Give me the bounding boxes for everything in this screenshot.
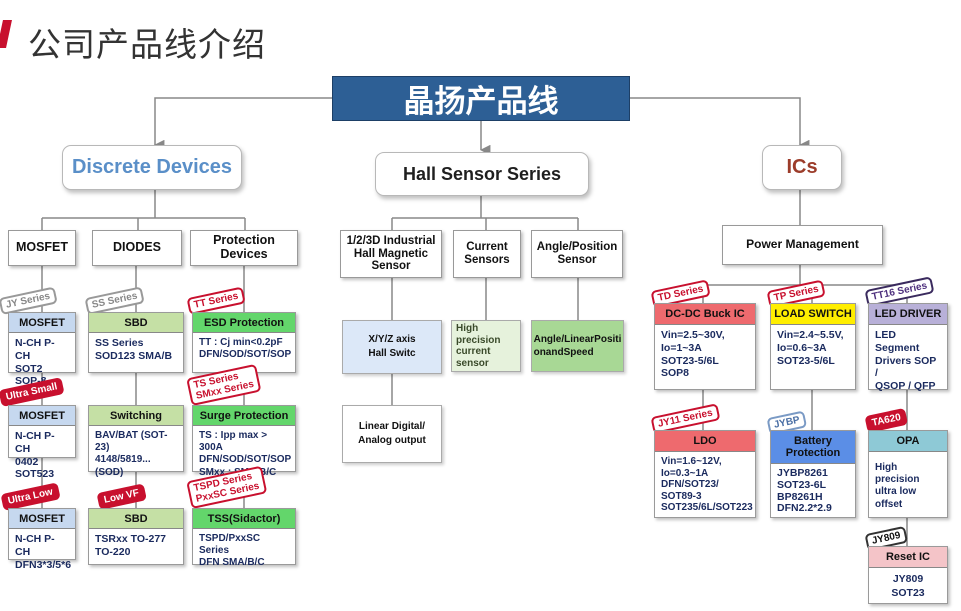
category-ics: ICs [762, 145, 842, 190]
sub-current-sensors: Current Sensors [453, 230, 521, 278]
sub-industrial-hall: 1/2/3D Industrial Hall Magnetic Sensor [340, 230, 442, 278]
hall-xyz-axis-switch: X/Y/Z axis Hall Switc [342, 320, 442, 374]
card-header: Reset IC [869, 547, 947, 568]
card-header: LED DRIVER [869, 304, 947, 325]
card-header: SBD [89, 313, 183, 333]
hall-current-sensor-box: High precision current sensor [451, 320, 521, 372]
card-header: SBD [89, 509, 183, 529]
card-header: OPA [869, 431, 947, 452]
sub-diodes: DIODES [92, 230, 182, 266]
card-header: MOSFET [9, 509, 75, 529]
card-opa: OPA High precision ultra low offset [868, 430, 948, 518]
card-mosfet-ultra-small: MOSFET N-CH P-CH 0402 SOT523 [8, 405, 76, 480]
card-surge-protection: Surge Protection TS : Ipp max > 300A DFN… [192, 405, 296, 478]
card-body: TSRxx TO-277 TO-220 [95, 533, 167, 558]
card-header: Surge Protection [193, 406, 295, 426]
card-tss-sidactor: TSS(Sidactor) TSPD/PxxSC Series DFN SMA/… [192, 508, 296, 568]
card-body: LED Segment Drivers SOP / QSOP / QFP [875, 329, 937, 393]
card-switching: Switching BAV/BAT (SOT-23) 4148/5819...(… [88, 405, 184, 478]
card-esd-protection: ESD Protection TT : Cj min<0.2pF DFN/SOD… [192, 312, 296, 373]
card-mosfet-jy: MOSFET N-CH P-CH SOT2 SOP-8 [8, 312, 76, 387]
card-header: ESD Protection [193, 313, 295, 333]
card-body: Vin=2.5~30V, Io=1~3A SOT23-5/6L SOP8 [661, 329, 725, 380]
card-body: JY809 SOT23 [891, 573, 925, 600]
sub-power-management: Power Management [722, 225, 883, 265]
root-node: 晶扬产品线 [332, 76, 630, 121]
category-label: Discrete Devices [71, 156, 233, 178]
card-body: TT : Cj min<0.2pF DFN/SOD/SOT/SOP [199, 337, 292, 361]
page-title: 公司产品线介绍 [28, 25, 266, 64]
sub-angle-position: Angle/Position Sensor [531, 230, 623, 278]
root-to-ics-line [630, 97, 810, 151]
category-discrete-devices: Discrete Devices [62, 145, 242, 190]
card-header: DC-DC Buck IC [655, 304, 755, 325]
category-hall-sensor: Hall Sensor Series [375, 152, 589, 196]
category-label: ICs [786, 156, 818, 178]
sub-protection-devices: Protection Devices [190, 230, 298, 266]
card-battery-protection: Battery Protection JYBP8261 SOT23-6L BP8… [770, 430, 856, 518]
card-ldo: LDO Vin=1.6~12V, Io=0.3~1A DFN/SOT23/ SO… [654, 430, 756, 518]
card-header: Battery Protection [771, 431, 855, 464]
category-label: Hall Sensor Series [402, 163, 562, 184]
card-reset-ic: Reset IC JY809 SOT23 [868, 546, 948, 604]
card-body: High precision ultra low offset [875, 462, 920, 510]
card-led-driver: LED DRIVER LED Segment Drivers SOP / QSO… [868, 303, 948, 392]
hall-angle-position-box: Angle/LinearPositi onandSpeed [531, 320, 624, 372]
card-body: SS Series SOD123 SMA/B [95, 337, 173, 362]
root-to-discrete-line [153, 97, 332, 151]
card-load-switch: LOAD SWITCH Vin=2.4~5.5V, Io=0.6~3A SOT2… [770, 303, 856, 390]
hall-linear-output: Linear Digital/ Analog output [342, 405, 442, 463]
card-body: N-CH P-CH DFN3*3/5*6 [15, 533, 72, 571]
card-body: N-CH P-CH 0402 SOT523 [15, 430, 55, 481]
card-body: Vin=2.4~5.5V, Io=0.6~3A SOT23-5/6L [777, 329, 844, 367]
card-dcdc-buck-ic: DC-DC Buck IC Vin=2.5~30V, Io=1~3A SOT23… [654, 303, 756, 390]
card-header: LDO [655, 431, 755, 452]
card-header: LOAD SWITCH [771, 304, 855, 325]
sub-mosfet: MOSFET [8, 230, 76, 266]
card-mosfet-ultra-low: MOSFET N-CH P-CH DFN3*3/5*6 [8, 508, 76, 571]
card-body: JYBP8261 SOT23-6L BP8261H DFN2.2*2.9 [777, 467, 832, 515]
card-body: Vin=1.6~12V, Io=0.3~1A DFN/SOT23/ SOT89-… [661, 456, 753, 513]
card-sbd-ss: SBD SS Series SOD123 SMA/B [88, 312, 184, 373]
card-body: BAV/BAT (SOT-23) 4148/5819...(SOD) [95, 430, 168, 478]
card-body: TSPD/PxxSC Series DFN SMA/B/C [199, 533, 265, 569]
card-header: MOSFET [9, 406, 75, 426]
card-header: TSS(Sidactor) [193, 509, 295, 529]
card-header: Switching [89, 406, 183, 426]
card-sbd-low-vf: SBD TSRxx TO-277 TO-220 [88, 508, 184, 565]
card-header: MOSFET [9, 313, 75, 333]
